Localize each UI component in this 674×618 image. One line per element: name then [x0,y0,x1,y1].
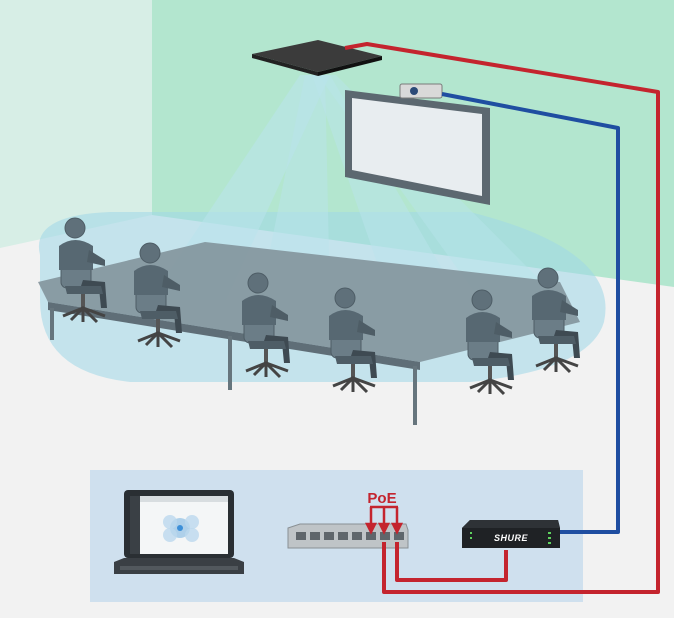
processor-brand: SHURE [494,533,529,543]
cables [344,42,660,594]
conference-tables [38,242,580,425]
poe-arrows [364,505,404,535]
table-top [38,242,580,362]
coverage-beam-1 [150,75,330,300]
network-switch-icon [287,523,409,549]
display-screen [352,98,482,196]
poe-label: PoE [367,490,396,507]
wall-display-icon [345,90,490,205]
audio-processor-icon: SHURE [462,520,560,548]
camera-icon [399,83,443,99]
left-wall [0,0,152,248]
red-cable-ceiling-array [344,42,660,594]
red-cable-processor [395,542,508,582]
laptop-icon [114,490,244,574]
table-edge [48,302,420,370]
coverage-beam-2 [260,75,330,300]
blue-cable-camera [441,92,620,534]
